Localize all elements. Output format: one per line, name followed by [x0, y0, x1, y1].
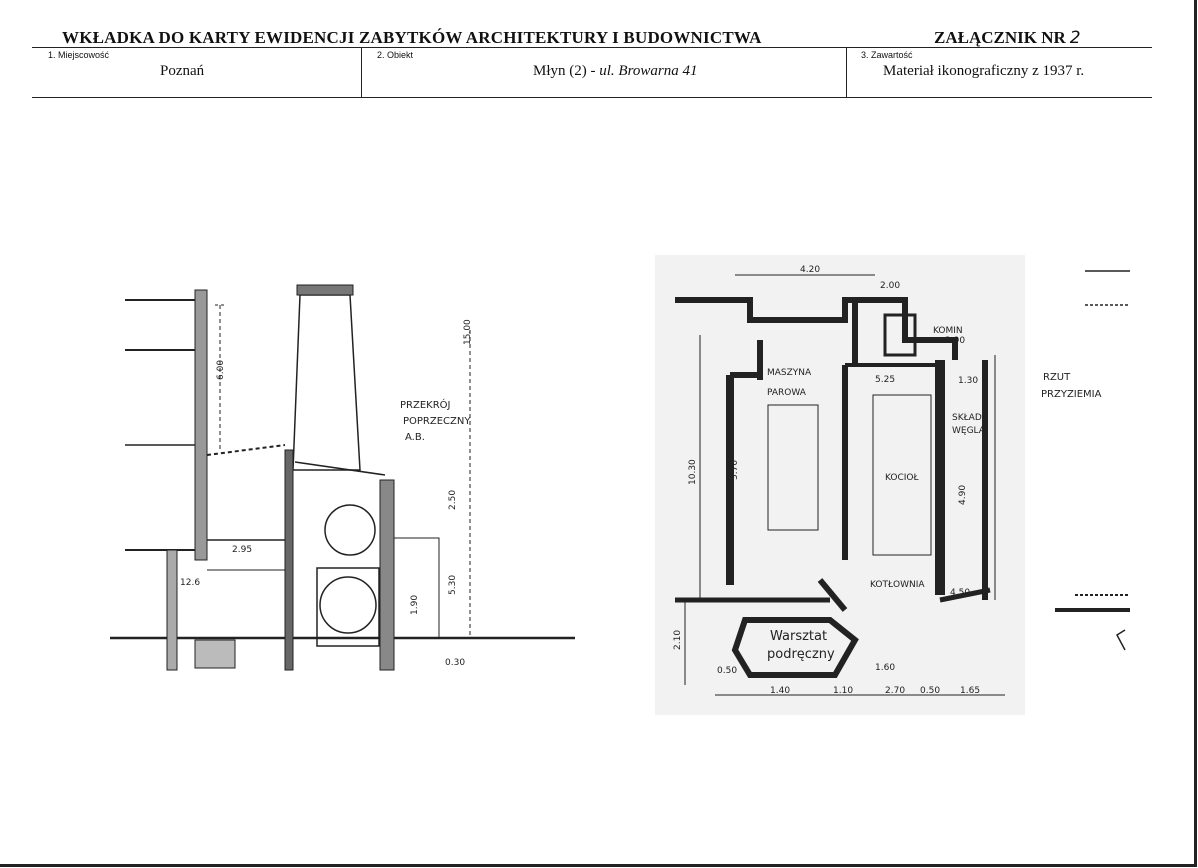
- section-label-1: PRZEKRÓJ: [400, 398, 450, 411]
- section-dim-1: 6.00: [216, 360, 226, 380]
- object-label: 2. Obiekt: [377, 50, 414, 60]
- plan-dim-1: 4.20: [800, 265, 820, 275]
- room-label-boiler-room: KOTŁOWNIA: [870, 580, 925, 590]
- plan-title-2: PRZYZIEMIA: [1041, 389, 1102, 400]
- section-label-3: A.B.: [405, 432, 425, 443]
- plan-dim-11: 1.10: [833, 686, 853, 696]
- cross-section-drawing: PRZEKRÓJ POPRZECZNY A.B. 6.00 15.00 2.95…: [110, 284, 575, 671]
- room-label-chimney: KOMIN: [933, 326, 963, 336]
- section-dim-6: 1.90: [410, 595, 420, 615]
- header-bottom-rule: [32, 97, 1152, 98]
- room-label-engine-2: PAROWA: [767, 388, 807, 398]
- annex-number: 2: [1069, 28, 1081, 48]
- plan-dim-4: 5.25: [875, 375, 895, 385]
- field-divider-1: [361, 47, 362, 98]
- plan-dim-14: 2.10: [673, 630, 683, 650]
- field-divider-2: [846, 47, 847, 98]
- plan-dim-2: 2.00: [880, 281, 900, 291]
- plan-dim-13: 1.65: [960, 686, 980, 696]
- section-dim-3: 2.95: [232, 545, 252, 555]
- room-label-workshop-1: Warsztat: [770, 629, 827, 644]
- section-left-wall: [194, 289, 208, 561]
- object-value-plain: Młyn (2) -: [533, 63, 600, 79]
- contents-label: 3. Zawartość: [861, 50, 913, 60]
- room-label-workshop-2: podręczny: [767, 647, 835, 662]
- plan-background: [655, 255, 1025, 715]
- plan-dim-8: 4.90: [958, 485, 968, 505]
- plan-dim-7: 5.70: [730, 460, 740, 480]
- object-value-street: ul. Browarna 41: [599, 63, 698, 79]
- section-dim-2: 15.00: [463, 319, 473, 345]
- plan-dim-16: 1.40: [770, 686, 790, 696]
- locality-value: Poznań: [160, 63, 205, 79]
- plan-dim-3: 2.90: [945, 336, 965, 346]
- locality-label: 1. Miejscowość: [48, 50, 110, 60]
- header-top-rule: [32, 47, 1152, 48]
- plan-title-1: RZUT: [1043, 372, 1071, 383]
- plan-dim-9: 4.50: [950, 588, 970, 598]
- room-label-engine-1: MASZYNA: [767, 368, 812, 378]
- section-dim-7: 5.30: [448, 575, 458, 595]
- contents-value: Materiał ikonograficzny z 1937 r.: [883, 63, 1085, 79]
- document-title: WKŁADKA DO KARTY EWIDENCJI ZABYTKÓW ARCH…: [62, 28, 762, 47]
- plan-dim-6: 10.30: [688, 459, 698, 485]
- section-dim-4: 12.6: [180, 578, 200, 588]
- room-label-boiler: KOCIOŁ: [885, 473, 920, 483]
- section-dim-8: 0.30: [445, 658, 465, 668]
- annex-label-text: ZAŁĄCZNIK NR: [934, 28, 1066, 47]
- room-label-coal-1: SKŁAD: [952, 413, 982, 423]
- section-label-2: POPRZECZNY: [403, 416, 471, 427]
- chimney: [292, 294, 361, 471]
- plan-dim-12: 2.70: [885, 686, 905, 696]
- plan-dim-15: 0.50: [717, 666, 737, 676]
- plan-dim-17: 0.50: [920, 686, 940, 696]
- ground-floor-plan: 4.20 2.00 2.90 5.25 1.30 10.30 5.70 4.90…: [655, 255, 1130, 715]
- plan-dim-5: 1.30: [958, 376, 978, 386]
- workshop-walls: [731, 617, 859, 678]
- section-dim-5: 2.50: [448, 490, 458, 510]
- object-value: Młyn (2) - ul. Browarna 41: [533, 63, 697, 80]
- room-label-coal-2: WĘGLA: [952, 426, 986, 436]
- plan-dim-10: 1.60: [875, 663, 895, 673]
